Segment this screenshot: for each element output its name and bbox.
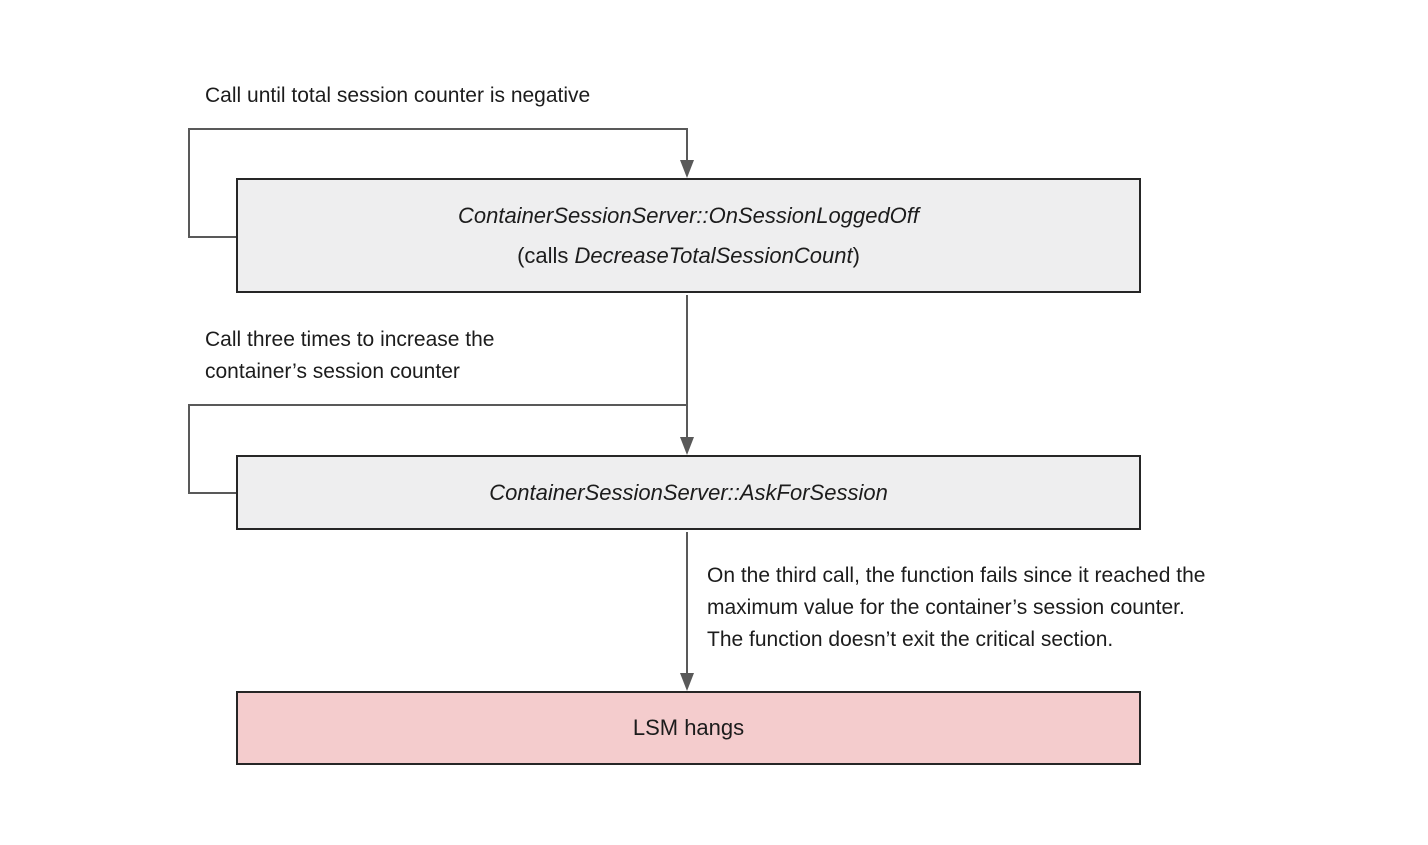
annotation-loop-until-negative: Call until total session counter is nega… — [205, 84, 591, 107]
node-ask-for-session-title: ContainerSessionServer::AskForSession — [489, 479, 888, 505]
node-lsm-hangs-title: LSM hangs — [632, 715, 745, 740]
connector-box1-box2-arrowhead — [680, 437, 694, 455]
node-ask-for-session: ContainerSessionServer::AskForSession — [236, 455, 1141, 530]
node-on-session-logged-off-title: ContainerSessionServer::OnSessionLoggedO… — [457, 202, 920, 228]
annotation-call-three-times: Call three times to increase the contain… — [205, 328, 495, 383]
annotation-third-call-failure: On the third call, the function fails si… — [707, 564, 1206, 651]
subtitle-function-name: DecreaseTotalSessionCount — [574, 242, 853, 268]
subtitle-prefix: (calls — [517, 242, 575, 268]
connector-box2-box3-arrowhead — [680, 673, 694, 691]
node-on-session-logged-off-subtitle: (calls DecreaseTotalSessionCount) — [517, 241, 860, 271]
node-lsm-hangs: LSM hangs — [236, 691, 1141, 765]
loop-arrow-top-arrowhead — [680, 160, 694, 178]
subtitle-suffix: ) — [852, 242, 860, 268]
node-on-session-logged-off: ContainerSessionServer::OnSessionLoggedO… — [236, 178, 1141, 293]
